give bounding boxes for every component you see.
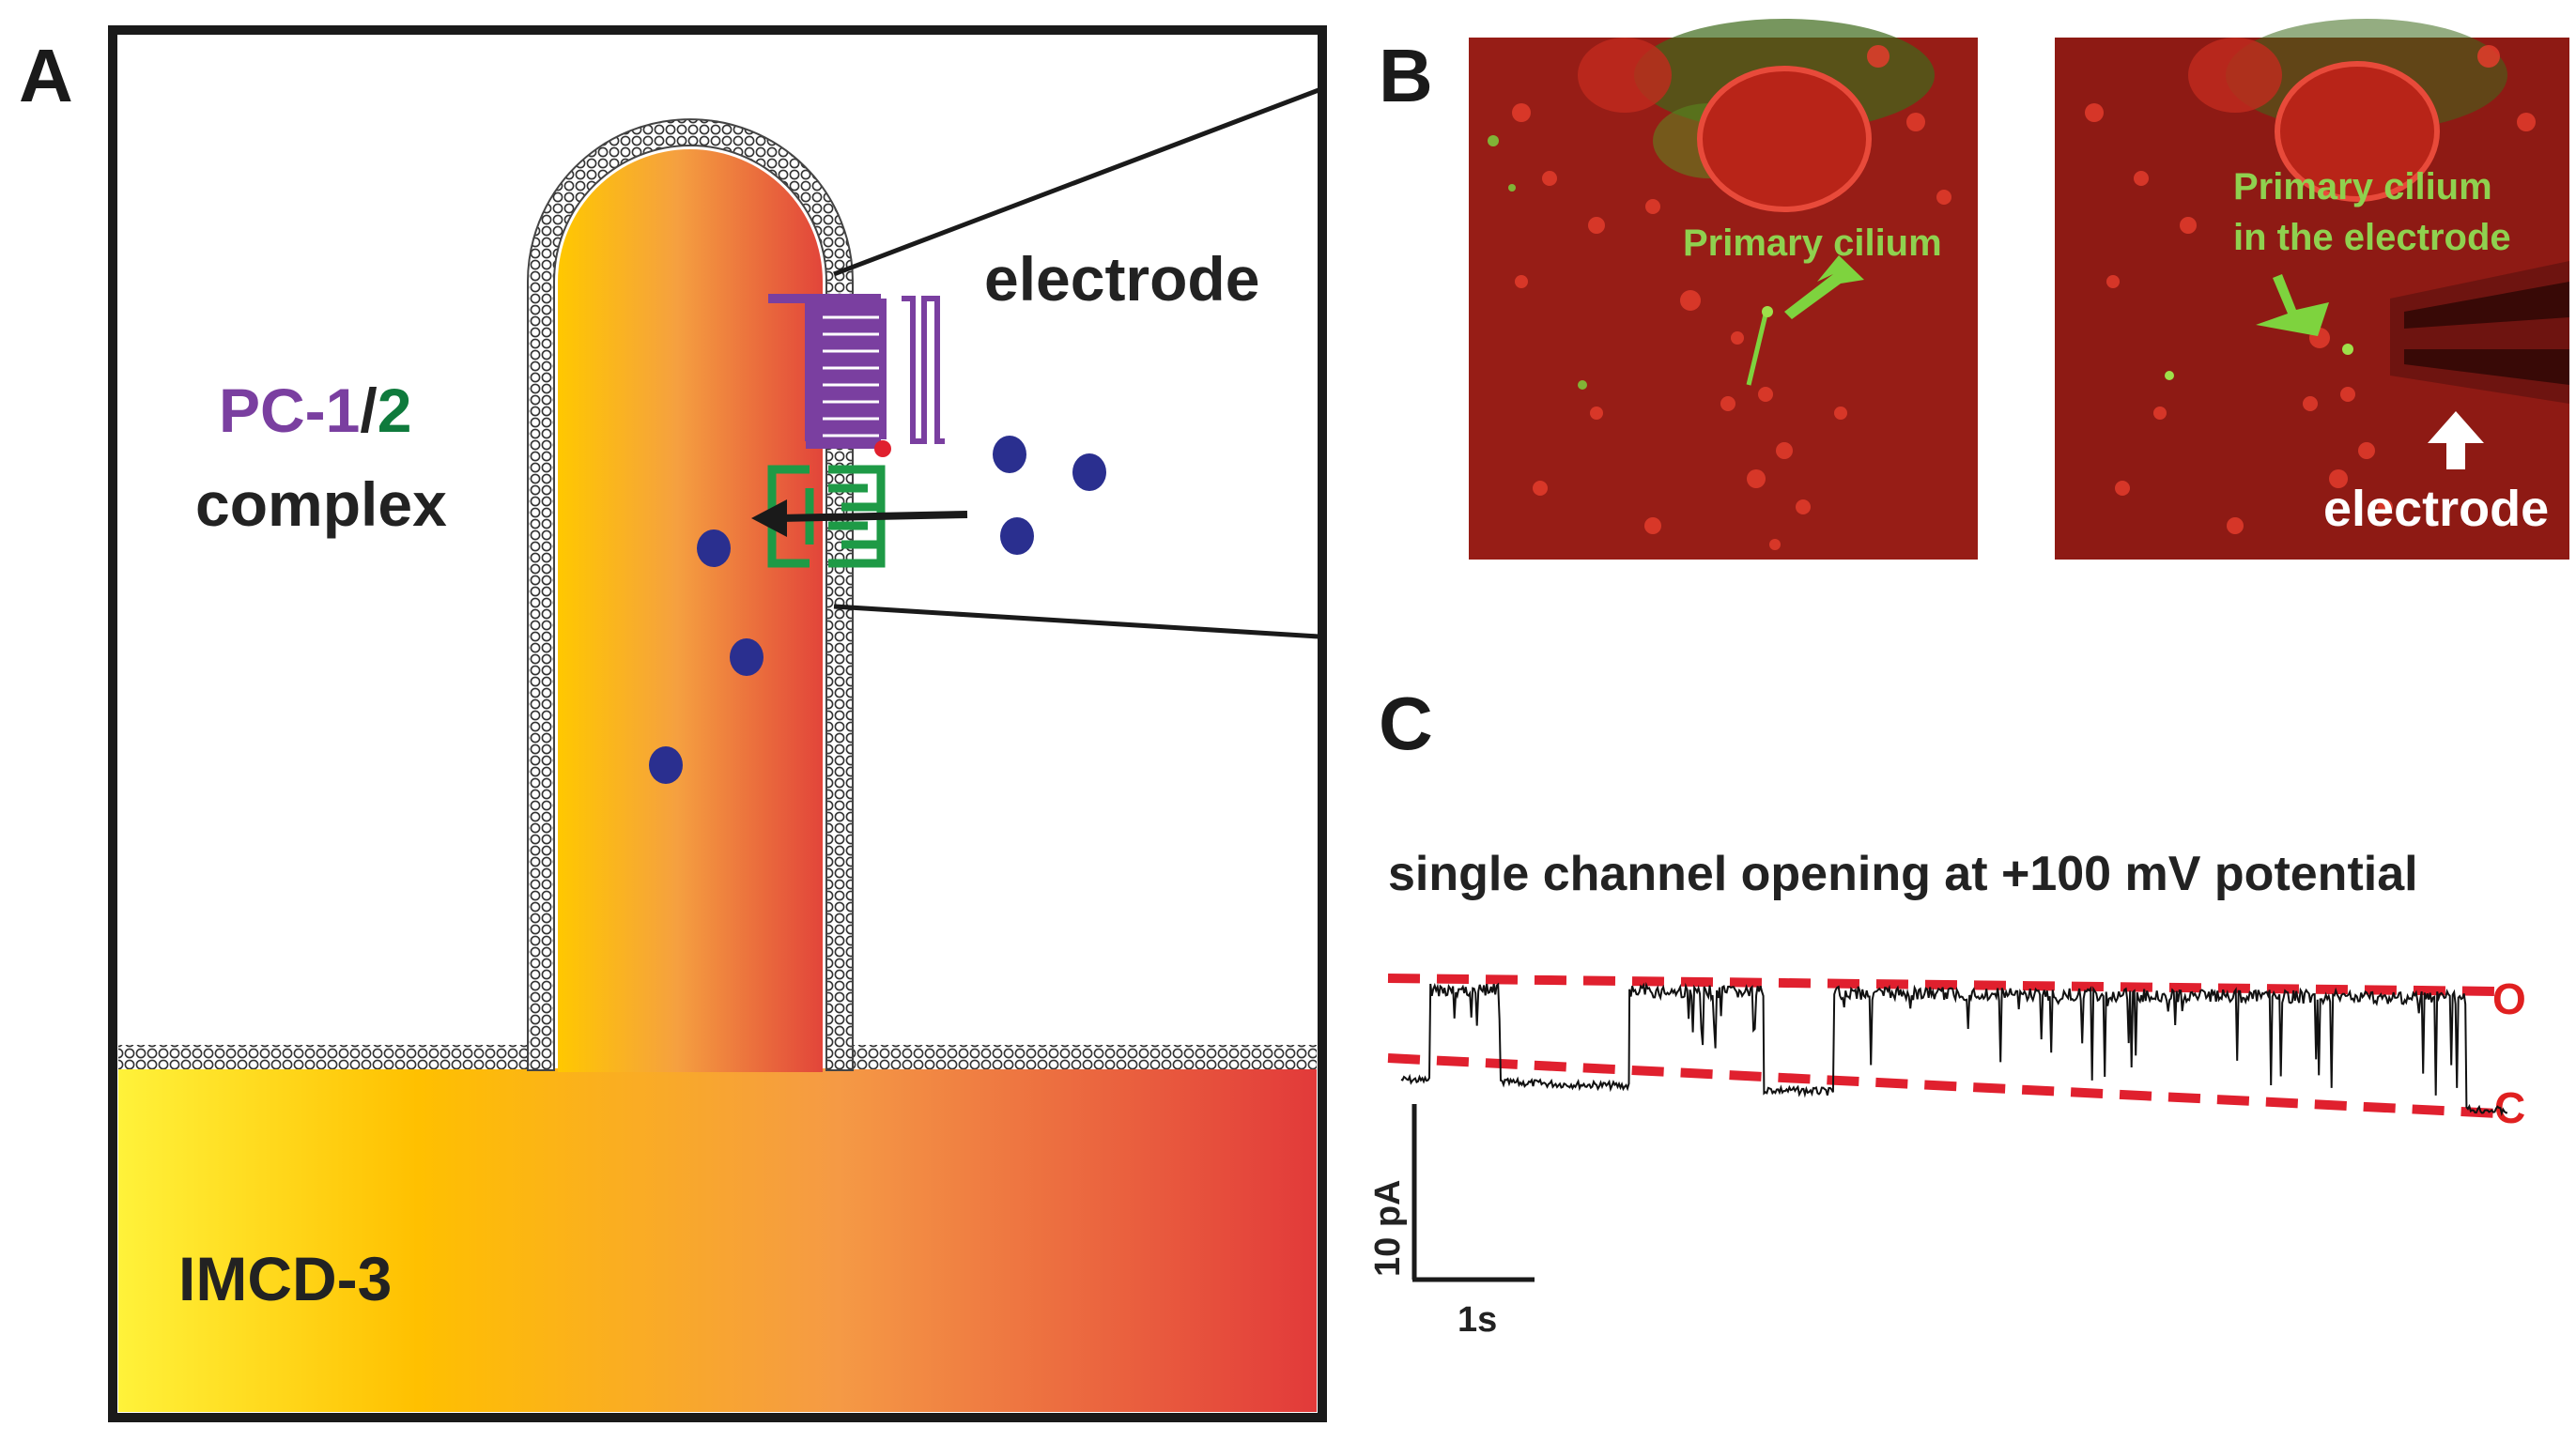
panel-b-letter: B [1379,34,1433,117]
scale-y-label: 10 pA [1368,1180,1408,1277]
pc1-protein-lines [823,315,879,437]
pc-slash: / [360,376,377,445]
micrograph-right-electrode-label: electrode [2323,481,2549,537]
ion-dot [649,746,683,784]
panel-a-frame [108,25,1327,1422]
open-level-label: O [2492,974,2526,1023]
scale-x-label: 1s [1458,1300,1497,1340]
cilium-membrane [527,118,854,1071]
cell-line-label: IMCD-3 [178,1244,392,1313]
cilium-pointer-arrow [1784,255,1864,319]
pc1-protein-block [806,299,881,449]
ion-dot [697,529,731,567]
closed-level-line [1387,1053,2499,1118]
pc1-label: PC-1 [219,376,360,445]
micrograph-right-label-line2: in the electrode [2233,217,2511,258]
cilium-in-electrode-arrow [2256,274,2329,336]
cell-membrane-right [831,1045,1317,1069]
ion-flow-arrow [779,511,968,522]
cell-membrane-left [118,1045,550,1069]
scale-bar [1411,1104,1535,1282]
micrograph-left-label: Primary cilium [1683,222,1942,264]
micrograph-right [2055,19,2569,560]
ion-dot [1072,453,1106,491]
ion-flow-arrowhead [751,499,787,537]
pc1-marker [874,440,891,457]
trace-title: single channel opening at +100 mV potent… [1388,847,2418,901]
panel-a-letter: A [19,34,73,117]
ion-dot [993,436,1026,473]
ion-dot [730,638,764,676]
panel-a: electrode PC-1/2 complex IMCD-3 [108,25,1327,1422]
cell-body [118,1068,1317,1412]
open-level-line [1387,974,2499,996]
electrode-pointer-arrow [2428,411,2484,469]
complex-label: complex [195,469,447,539]
electrode-line-bottom [833,604,1319,639]
pc2-label: 2 [378,376,412,445]
panel-c-letter: C [1379,682,1433,765]
pc-complex-title: PC-1/2 [219,376,411,445]
electrode-line-top [833,87,1319,277]
trace-line [1400,981,2507,1117]
cilium-body [558,149,823,1072]
micrograph-right-label-line1: Primary cilium [2233,166,2492,207]
current-trace [1400,981,2507,1117]
ion-dot [1000,517,1034,555]
electrode-label: electrode [984,244,1259,314]
micrograph-left [1469,19,1978,560]
